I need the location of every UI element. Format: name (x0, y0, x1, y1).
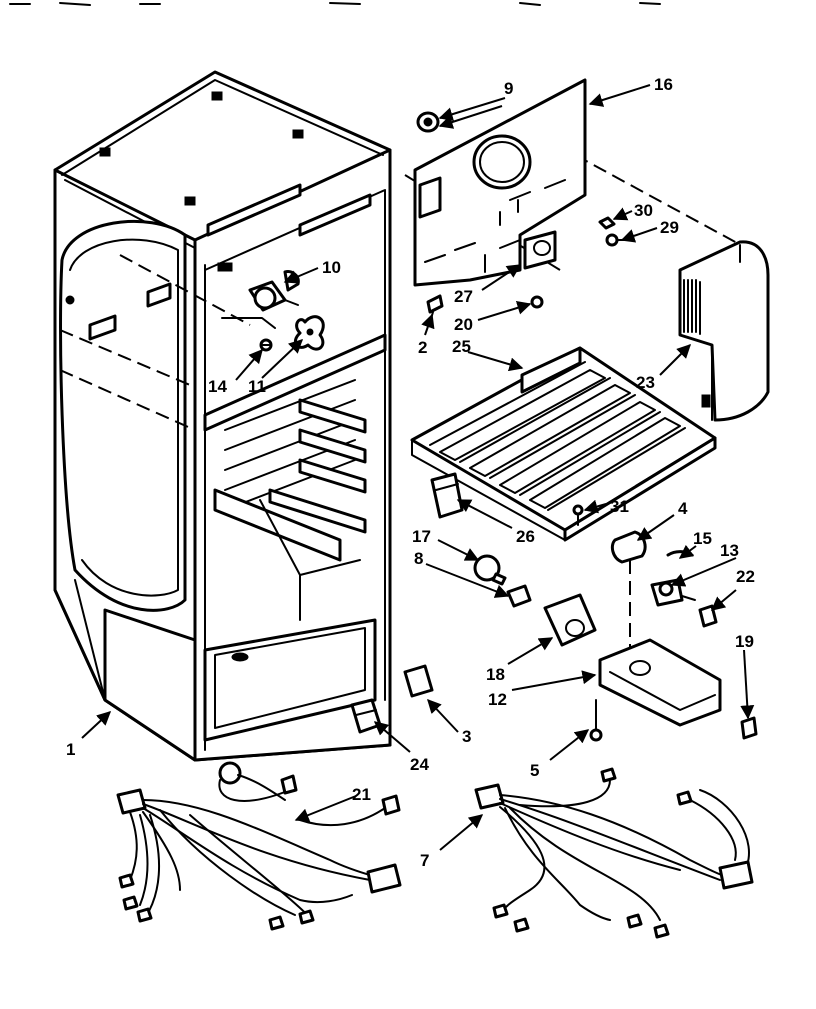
callout-22: 22 (736, 567, 755, 586)
callout-26: 26 (516, 527, 535, 546)
callout-15: 15 (693, 529, 712, 548)
screw-14-part (259, 338, 273, 352)
screw-5-part (589, 699, 603, 742)
callout-29: 29 (660, 218, 679, 237)
callout-4: 4 (678, 499, 688, 518)
grommet-9-part (416, 111, 440, 133)
assembly-line-mid (59, 369, 196, 431)
screw-29-part (605, 233, 629, 247)
callout-23: 23 (636, 373, 655, 392)
callout-8: 8 (414, 549, 423, 568)
cabinet-liner-part (53, 70, 392, 762)
screw-31-part (572, 504, 584, 526)
callout-25: 25 (452, 337, 471, 356)
light-socket-8-part (506, 584, 532, 608)
callout-11: 11 (248, 377, 266, 396)
control-housing-18-part (543, 593, 597, 647)
callout-3: 3 (462, 727, 471, 746)
callout-9: 9 (504, 79, 513, 98)
nut-30-part (598, 216, 616, 230)
callout-2: 2 (418, 338, 427, 357)
knob-4-part (610, 530, 647, 564)
callout-17: 17 (412, 527, 431, 546)
assembly-line-fan (119, 254, 251, 326)
callout-7: 7 (420, 851, 429, 870)
callout-1: 1 (66, 740, 75, 759)
callout-5: 5 (530, 761, 539, 780)
callout-27: 27 (454, 287, 473, 306)
drain-trough-12-part (598, 638, 722, 727)
callout-18: 18 (486, 665, 505, 684)
callout-31: 31 (610, 497, 629, 516)
callout-10: 10 (322, 258, 341, 277)
top-edge-fragments (9, 2, 661, 6)
bracket-19-part (740, 716, 758, 740)
connector-22-part (698, 604, 718, 628)
connector-block-26-part (430, 472, 464, 519)
callout-13: 13 (720, 541, 739, 560)
connector-3-part (403, 664, 434, 698)
air-duct-cover-part (678, 240, 770, 422)
callout-14: 14 (208, 377, 227, 396)
screw-20-part (530, 295, 544, 309)
callout-30: 30 (634, 201, 653, 220)
callout-20: 20 (454, 315, 473, 334)
evaporator-shelf-part (410, 346, 717, 542)
wiring-harness-7-part (474, 767, 754, 939)
light-bulb-17-part (473, 554, 507, 586)
callout-21: 21 (352, 785, 371, 804)
callout-12: 12 (488, 690, 507, 709)
leader-lines (81, 84, 755, 851)
callout-16: 16 (654, 75, 673, 94)
fan-blade-part (294, 315, 325, 351)
callout-19: 19 (735, 632, 754, 651)
assembly-line-upper (59, 329, 191, 386)
wiring-harness-21-part (116, 761, 402, 931)
evaporator-cover-panel-part (413, 78, 587, 287)
callout-24: 24 (410, 755, 429, 774)
